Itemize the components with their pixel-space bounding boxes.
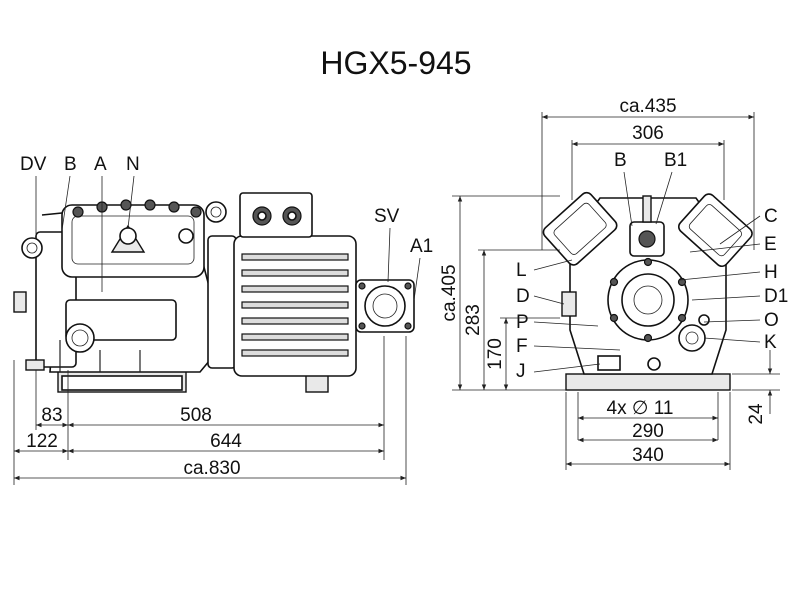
label-b1: B1: [664, 150, 687, 171]
dim-24: 24: [746, 403, 767, 425]
dim-405: ca.405: [439, 264, 460, 321]
label-d1: D1: [764, 286, 788, 307]
side-view: [13, 192, 415, 393]
motor-flange: [207, 235, 237, 369]
dim-283: 283: [463, 304, 484, 336]
label-h: H: [764, 262, 778, 283]
dim-290: 290: [632, 421, 664, 442]
side-view-labels: DV B A N SV A1: [20, 154, 433, 301]
label-o: O: [764, 310, 779, 331]
dim-830: ca.830: [183, 458, 240, 479]
end-view-labels: B B1 C E H D1 O K L D P F J: [516, 150, 788, 382]
label-b: B: [64, 154, 77, 175]
label-f: F: [516, 336, 528, 357]
label-d: D: [516, 286, 530, 307]
dim-122: 122: [26, 431, 58, 452]
side-view-dimensions: 83 508 122 644 ca.830: [13, 336, 407, 485]
label-dv: DV: [20, 154, 47, 175]
head-right: [677, 193, 753, 268]
label-b-end: B: [614, 150, 627, 171]
dim-644: 644: [210, 431, 242, 452]
discharge-valve: [21, 237, 43, 259]
lifting-eye: [205, 201, 227, 223]
dim-306: 306: [632, 123, 664, 144]
label-a1: A1: [410, 236, 433, 257]
label-p: P: [516, 312, 529, 333]
end-view-dimensions: ca.435 306 ca.405 283 170 4x ∅ 11 290 34…: [439, 96, 780, 470]
dim-340: 340: [632, 445, 664, 466]
label-k: K: [764, 332, 777, 353]
fitting-j: [597, 355, 621, 371]
label-l: L: [516, 260, 527, 281]
dim-508: 508: [180, 405, 212, 426]
dim-170: 170: [485, 338, 506, 370]
fitting-k: [678, 324, 706, 352]
side-foot-plate: [61, 375, 183, 391]
drawing-title: HGX5-945: [320, 45, 471, 81]
label-a: A: [94, 154, 107, 175]
fitting-d: [561, 291, 577, 317]
label-e: E: [764, 234, 777, 255]
dim-83: 83: [41, 405, 62, 426]
sight-glass: [65, 323, 95, 353]
label-sv: SV: [374, 206, 400, 227]
label-j: J: [516, 361, 526, 382]
end-view: [542, 191, 753, 391]
label-c: C: [764, 206, 778, 227]
base-plate: [565, 373, 731, 391]
label-n: N: [126, 154, 140, 175]
terminal-box: [239, 192, 313, 238]
motor-fins: [241, 253, 349, 357]
head-left: [542, 191, 618, 266]
dim-holes: 4x ∅ 11: [607, 398, 674, 419]
dim-435: ca.435: [619, 96, 676, 117]
